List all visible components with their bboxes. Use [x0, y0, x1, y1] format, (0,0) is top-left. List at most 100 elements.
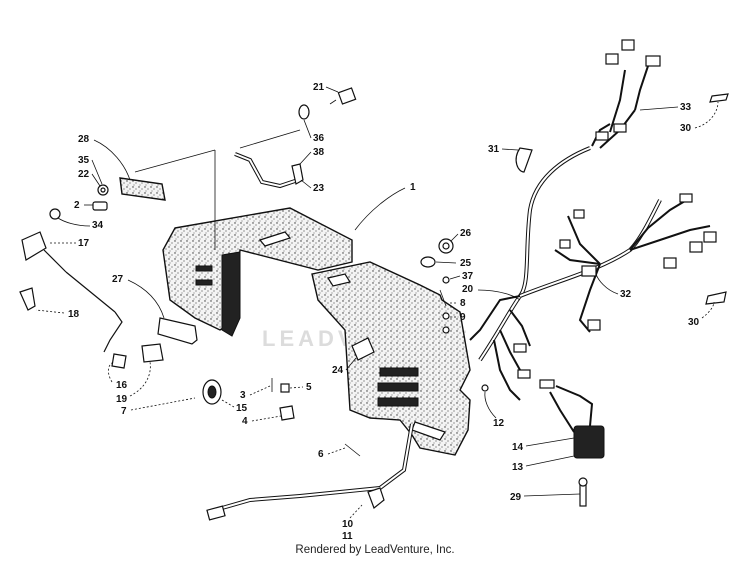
knob[interactable] [141, 343, 164, 363]
callout-14: 14 [512, 437, 575, 453]
svg-text:33: 33 [680, 102, 692, 113]
svg-text:11: 11 [342, 531, 353, 542]
svg-text:30: 30 [688, 317, 700, 328]
callout-9: 9 [450, 312, 466, 323]
svg-text:37: 37 [462, 271, 474, 282]
callout-30-top: 30 [680, 101, 719, 134]
key-switch[interactable] [21, 231, 123, 353]
callout-27: 27 [112, 274, 165, 319]
terminal[interactable] [291, 163, 304, 185]
callout-7: 7 [121, 397, 196, 417]
svg-text:18: 18 [68, 309, 80, 320]
leader-line [239, 129, 301, 149]
svg-text:38: 38 [313, 147, 325, 158]
callout-22: 22 [78, 169, 101, 187]
callout-32: 32 [595, 273, 632, 300]
callout-23: 23 [300, 179, 325, 194]
mounting-bolt[interactable] [579, 483, 587, 507]
svg-text:3: 3 [240, 390, 246, 401]
washer-12[interactable] [481, 384, 489, 392]
fastener[interactable] [442, 276, 450, 284]
svg-text:9: 9 [460, 312, 466, 323]
leader-line [134, 149, 216, 173]
indicator-lens [207, 385, 217, 399]
callout-36: 36 [303, 119, 325, 144]
svg-text:32: 32 [620, 289, 632, 300]
callout-29: 29 [510, 492, 581, 503]
svg-text:16: 16 [116, 380, 128, 391]
wiring-harness[interactable] [469, 39, 717, 401]
relay-connector[interactable] [329, 87, 357, 105]
svg-text:17: 17 [78, 238, 90, 249]
render-credit: Rendered by LeadVenture, Inc. [295, 544, 455, 556]
callout-38: 38 [299, 147, 325, 165]
callout-37: 37 [449, 271, 474, 282]
switch-plate[interactable] [119, 177, 166, 201]
harness-connector[interactable] [581, 265, 597, 277]
grommet-26-hole [442, 242, 450, 250]
console-panel[interactable] [162, 207, 471, 456]
svg-text:4: 4 [242, 416, 248, 427]
svg-text:21: 21 [313, 82, 325, 93]
svg-text:29: 29 [510, 492, 522, 503]
screw-6 [344, 443, 361, 457]
fuse-right[interactable] [705, 291, 727, 305]
svg-text:1: 1 [410, 182, 416, 193]
washer-9[interactable] [442, 312, 450, 320]
svg-text:2: 2 [74, 200, 80, 211]
svg-text:24: 24 [332, 365, 344, 376]
svg-text:19: 19 [116, 394, 128, 405]
jumper-wire-core [234, 153, 299, 188]
voltage-regulator[interactable] [549, 385, 605, 459]
washer-8[interactable] [442, 326, 450, 334]
svg-text:26: 26 [460, 228, 472, 239]
callout-10: 10 [342, 504, 363, 530]
callout-1: 1 [354, 182, 416, 231]
callout-15: 15 [221, 399, 248, 414]
fuse-top[interactable] [709, 93, 729, 103]
svg-text:7: 7 [121, 406, 127, 417]
switch-body[interactable] [92, 201, 108, 211]
plug[interactable] [111, 353, 127, 369]
decal[interactable] [351, 337, 375, 361]
svg-text:27: 27 [112, 274, 124, 285]
clip[interactable] [280, 383, 290, 393]
bracket[interactable] [157, 317, 198, 345]
svg-text:6: 6 [318, 449, 324, 460]
callout-17: 17 [48, 238, 90, 249]
callout-12: 12 [484, 391, 505, 429]
nut[interactable] [49, 208, 61, 220]
callout-5: 5 [289, 382, 312, 393]
washer-hole [100, 187, 106, 193]
callout-3: 3 [240, 385, 271, 401]
grommet-25[interactable] [420, 256, 436, 268]
callout-4: 4 [242, 415, 282, 427]
callout-13: 13 [512, 455, 575, 473]
callout-20: 20 [462, 284, 521, 301]
ground-cable[interactable] [206, 423, 414, 521]
callout-11: 11 [342, 531, 353, 542]
svg-text:23: 23 [313, 183, 325, 194]
callout-25: 25 [435, 258, 472, 269]
callout-21: 21 [313, 82, 339, 93]
cable-clip[interactable] [19, 287, 36, 311]
callout-19: 19 [116, 361, 151, 405]
svg-text:10: 10 [342, 519, 354, 530]
svg-text:30: 30 [680, 123, 692, 134]
grommet-36[interactable] [298, 104, 310, 120]
cable-clamp[interactable] [515, 147, 533, 173]
callout-26: 26 [450, 228, 472, 242]
bolt-head [578, 477, 588, 487]
callout-34: 34 [57, 217, 104, 231]
svg-text:13: 13 [512, 462, 524, 473]
svg-text:15: 15 [236, 403, 248, 414]
nut-plate[interactable] [279, 405, 295, 421]
callout-30-right: 30 [688, 301, 715, 328]
callout-6: 6 [318, 447, 346, 460]
svg-text:34: 34 [92, 220, 104, 231]
screw-shaft [439, 289, 447, 307]
svg-text:35: 35 [78, 155, 90, 166]
svg-text:12: 12 [493, 418, 505, 429]
